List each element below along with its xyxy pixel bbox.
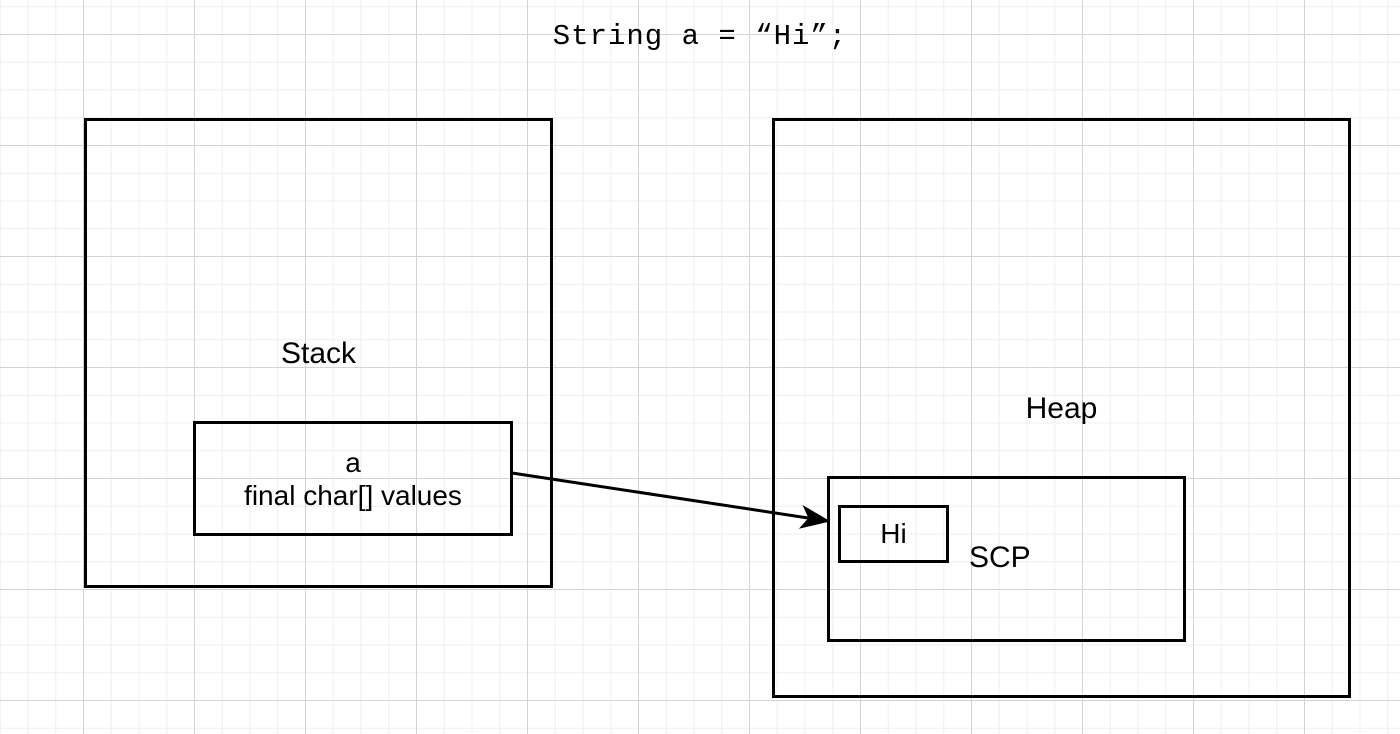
stack-region-label: Stack	[280, 337, 357, 370]
scp-literal-box: Hi	[838, 505, 949, 563]
scp-literal-text: Hi	[880, 518, 907, 549]
stack-variable-box: a final char[] values	[193, 421, 513, 536]
stack-variable-name: a	[345, 446, 361, 478]
scp-pool-box	[827, 476, 1186, 642]
stack-region-box	[84, 118, 553, 588]
stack-variable-detail: final char[] values	[244, 479, 462, 511]
heap-region-label: Heap	[1025, 392, 1098, 425]
code-snippet-title: String a = “Hi”;	[552, 20, 848, 53]
heap-region-box	[772, 118, 1351, 698]
scp-pool-label: SCP	[969, 541, 1031, 574]
